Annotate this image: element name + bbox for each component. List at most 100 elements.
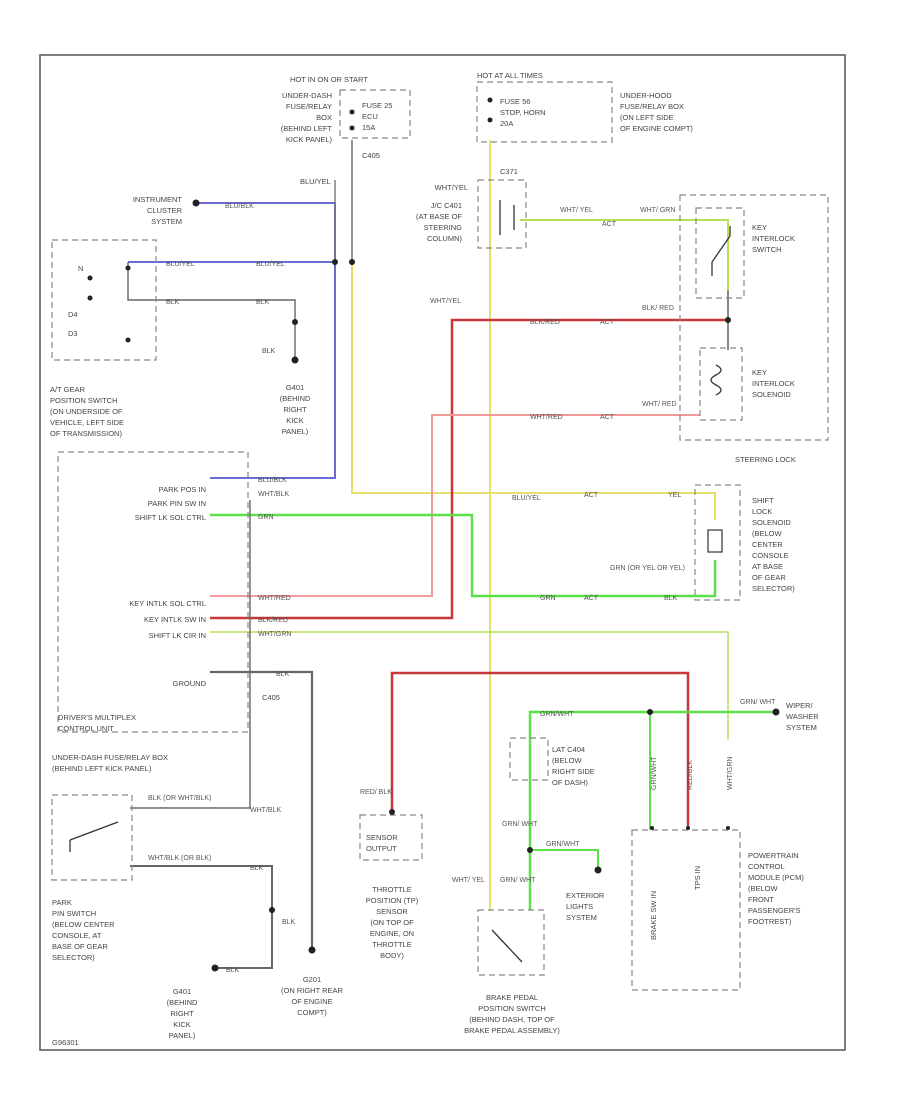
g201-label: (ON RIGHT REAR [281,986,344,995]
junction-dot [87,275,93,281]
c405-top-label: C405 [362,151,380,160]
shift-lock-label: SELECTOR) [752,584,795,593]
instrument-cluster-label: INSTRUMENT [133,195,183,204]
dmcu-pin-label: PARK POS IN [159,485,206,494]
wire-label: BLK [262,348,276,355]
wire-label: BLK/ RED [642,305,674,312]
hot-in-run-label: HOT IN ON OR START [290,75,368,84]
dmcu-location-label: (BEHIND LEFT KICK PANEL) [52,764,152,773]
tps-label: THROTTLE [372,885,412,894]
gear-switch-label: A/T GEAR [50,385,85,394]
wire-label: WHT/BLK (OR BLK) [148,855,211,862]
brake-switch-label: BRAKE PEDAL [486,993,538,1002]
wires [127,140,776,969]
dmcu-pin-label: KEY INTLK SOL CTRL [129,599,206,608]
tps-label: BODY) [380,951,404,960]
fuse-box-engine-label: FUSE/RELAY BOX [620,102,684,111]
junction-dot [125,265,131,271]
junction-dot [594,866,602,874]
key-switch-label: KEY [752,223,767,232]
wire-label: GRN/ WHT [740,699,776,706]
shift-lock-label: LOCK [752,507,772,516]
jc-c401-label: J/C C401 [431,201,462,210]
fuse-box-engine-label: OF ENGINE COMPT) [620,124,693,133]
junction-dot [332,259,338,265]
ground-g401-label: (BEHIND [280,394,311,403]
lat-c404-label: RIGHT SIDE [552,767,595,776]
junction-dot [527,847,533,853]
wiper-label: WASHER [786,712,819,721]
wiper-label: WIPER/ [786,701,814,710]
wire-label: BLU/BLK [225,203,254,210]
pcm-label: MODULE (PCM) [748,873,804,882]
ground-g401b-label: (BEHIND [167,998,198,1007]
park-pin-box [51,794,133,881]
wire-blu-blk-cluster [196,202,336,262]
park-pin-label: CONSOLE, AT [52,931,102,940]
jc-c401-label: STEERING [424,223,463,232]
gear-letter-d3: D3 [68,329,78,338]
pcm-box [631,829,741,991]
wire-label: GRN [258,514,274,521]
junction-dot [686,826,690,830]
junction-dot [349,125,355,131]
jc-c401-box [477,179,527,249]
shift-lock-label: CONSOLE [752,551,789,560]
wire-label: WHT/ RED [642,401,677,408]
junction-dot [211,964,219,972]
component-labels: HOT IN ON OR START UNDER-DASH FUSE/RELAY… [50,71,819,1047]
junction-dot [291,356,299,364]
wire-label: WHT/GRN [727,757,734,790]
ground-g401b-label: G401 [173,987,191,996]
jc-c401-label: (AT BASE OF [416,212,462,221]
wire-grn-brake [528,710,776,910]
ground-g401b-label: KICK [173,1020,191,1029]
junction-dot [125,337,131,343]
tps-label: THROTTLE [372,940,412,949]
exterior-lights-label: EXTERIOR [566,891,605,900]
wire-label: BLK/RED [258,617,288,624]
wire-label: BLU/BLK [258,477,287,484]
steering-lock-box [679,194,829,441]
key-switch-label: INTERLOCK [752,234,795,243]
junction-dot [487,97,493,103]
ground-g401-label: G401 [286,383,304,392]
wire-label: GRN/WHT [651,756,658,790]
key-solenoid-coil [710,364,722,396]
shift-lock-label: OF GEAR [752,573,786,582]
shift-lock-label: AT BASE [752,562,783,571]
junction-dot [647,709,653,715]
tps-label: ENGINE, ON [370,929,414,938]
junction-dot [308,946,316,954]
wire-dmcu-ground [210,670,314,950]
wire-label: GRN/ WHT [502,821,538,828]
wire-label: ACT [602,221,617,228]
wire-wht-red [210,414,700,597]
wire-park-pin-top [130,500,251,809]
dmcu-pin-label: KEY INTLK SW IN [144,615,206,624]
fuse-box-left [339,89,411,139]
key-switch-label: SWITCH [752,245,782,254]
hot-at-all-times-label: HOT AT ALL TIMES [477,71,543,80]
wire-label: BLK [250,865,264,872]
g201-label: COMPT) [297,1008,327,1017]
dmcu-location-label: UNDER-DASH FUSE/RELAY BOX [52,753,168,762]
ground-g401-label: KICK [286,416,304,425]
ground-g401-label: RIGHT [283,405,307,414]
fuse-box-engine-label: (ON LEFT SIDE [620,113,674,122]
shift-lock-label: SOLENOID [752,518,791,527]
wire-label: GRN/ WHT [500,877,536,884]
wire-label: ACT [600,414,615,421]
key-solenoid-label: KEY [752,368,767,377]
key-interlock-switch-symbol [711,226,731,276]
wire-label: ACT [600,319,615,326]
shift-lock-label: SHIFT [752,496,774,505]
c405-dmcu-label: C405 [262,693,280,702]
tps-box [359,814,423,861]
wire-blk-gear [127,262,296,360]
pcm-label: FRONT [748,895,774,904]
wire-red-tps [390,671,690,830]
park-pin-label: PIN SWITCH [52,909,96,918]
wiper-label: SYSTEM [786,723,817,732]
diagram-frame [39,54,846,1051]
